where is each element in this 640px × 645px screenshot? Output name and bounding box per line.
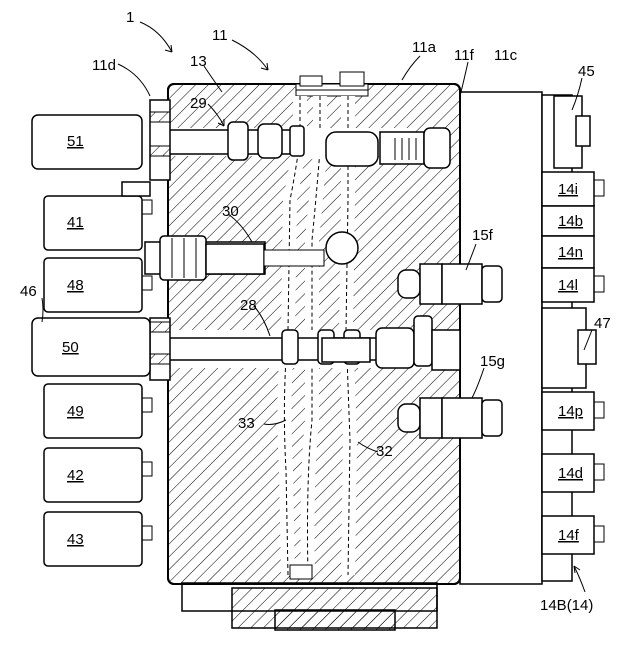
solenoid-label-14b: 14b xyxy=(558,213,583,230)
solenoid-label-14l: 14l xyxy=(558,277,578,294)
label-46: 46 xyxy=(20,283,37,300)
sensor-45 xyxy=(554,96,590,168)
label-47: 47 xyxy=(594,315,611,332)
left-solenoids: 51 41 48 50 49 42 43 xyxy=(32,115,152,566)
solenoid-label-43: 43 xyxy=(67,531,84,548)
label-28: 28 xyxy=(240,297,257,314)
solenoid-label-41: 41 xyxy=(67,214,84,231)
label-11f: 11f xyxy=(454,47,475,64)
label-11c: 11c xyxy=(494,47,518,64)
solenoid-label-14p: 14p xyxy=(558,403,583,420)
solenoid-label-14n: 14n xyxy=(558,244,583,261)
label-32: 32 xyxy=(376,443,393,460)
label-11d: 11d xyxy=(92,57,116,74)
label-33: 33 xyxy=(238,415,255,432)
solenoid-label-14d: 14d xyxy=(558,465,583,482)
solenoid-label-14f: 14f xyxy=(558,527,580,544)
valve-15f xyxy=(398,264,502,304)
label-13: 13 xyxy=(190,53,207,70)
label-1: 1 xyxy=(126,9,134,26)
solenoid-label-50: 50 xyxy=(62,339,79,356)
label-30: 30 xyxy=(222,203,239,220)
label-45: 45 xyxy=(578,63,595,80)
label-11a: 11a xyxy=(412,39,437,56)
label-15g: 15g xyxy=(480,353,505,370)
solenoid-label-48: 48 xyxy=(67,277,84,294)
base-block xyxy=(182,583,437,630)
solenoid-label-49: 49 xyxy=(67,403,84,420)
solenoid-label-42: 42 xyxy=(67,467,84,484)
label-14B: 14B(14) xyxy=(540,597,593,614)
solenoid-label-14i: 14i xyxy=(558,181,578,198)
label-29: 29 xyxy=(190,95,207,112)
top-fittings xyxy=(296,72,368,96)
solenoid-label-51: 51 xyxy=(67,133,84,150)
valve-15g xyxy=(398,398,502,438)
sensor-47 xyxy=(542,308,596,388)
label-11: 11 xyxy=(212,27,228,44)
label-15f: 15f xyxy=(472,227,494,244)
